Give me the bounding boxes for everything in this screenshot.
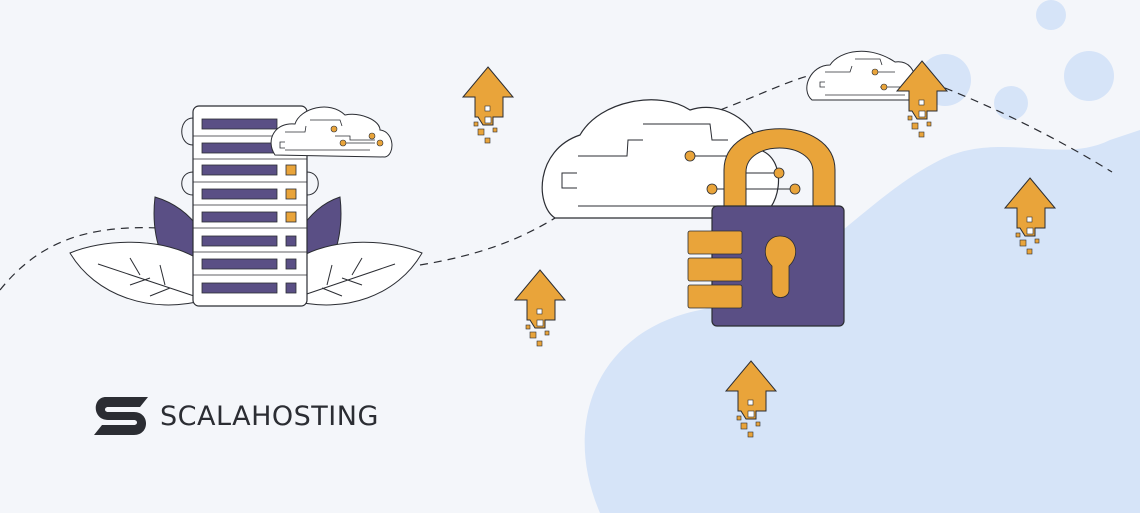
bubble <box>1036 0 1066 30</box>
upload-arrow-icon <box>462 66 514 144</box>
brand-name: SCALAHOSTING <box>160 400 379 432</box>
scalahosting-s-logo-icon <box>94 397 148 435</box>
dashed-path <box>0 227 161 291</box>
bubble <box>994 86 1028 120</box>
brand-logo[interactable]: SCALAHOSTING <box>92 395 379 437</box>
dashed-path <box>944 87 1113 173</box>
dashed-path <box>719 74 813 111</box>
server-rack-icon <box>181 105 319 307</box>
upload-arrow-icon <box>514 269 566 347</box>
large-cloud-circuit-icon <box>541 99 800 219</box>
bubble <box>1064 51 1114 101</box>
dashed-path <box>419 214 561 266</box>
small-cloud-circuit-icon <box>270 106 393 158</box>
padlock-icon <box>687 128 845 327</box>
small-cloud-circuit-icon <box>806 50 916 101</box>
background-blob-lower <box>595 300 1140 513</box>
